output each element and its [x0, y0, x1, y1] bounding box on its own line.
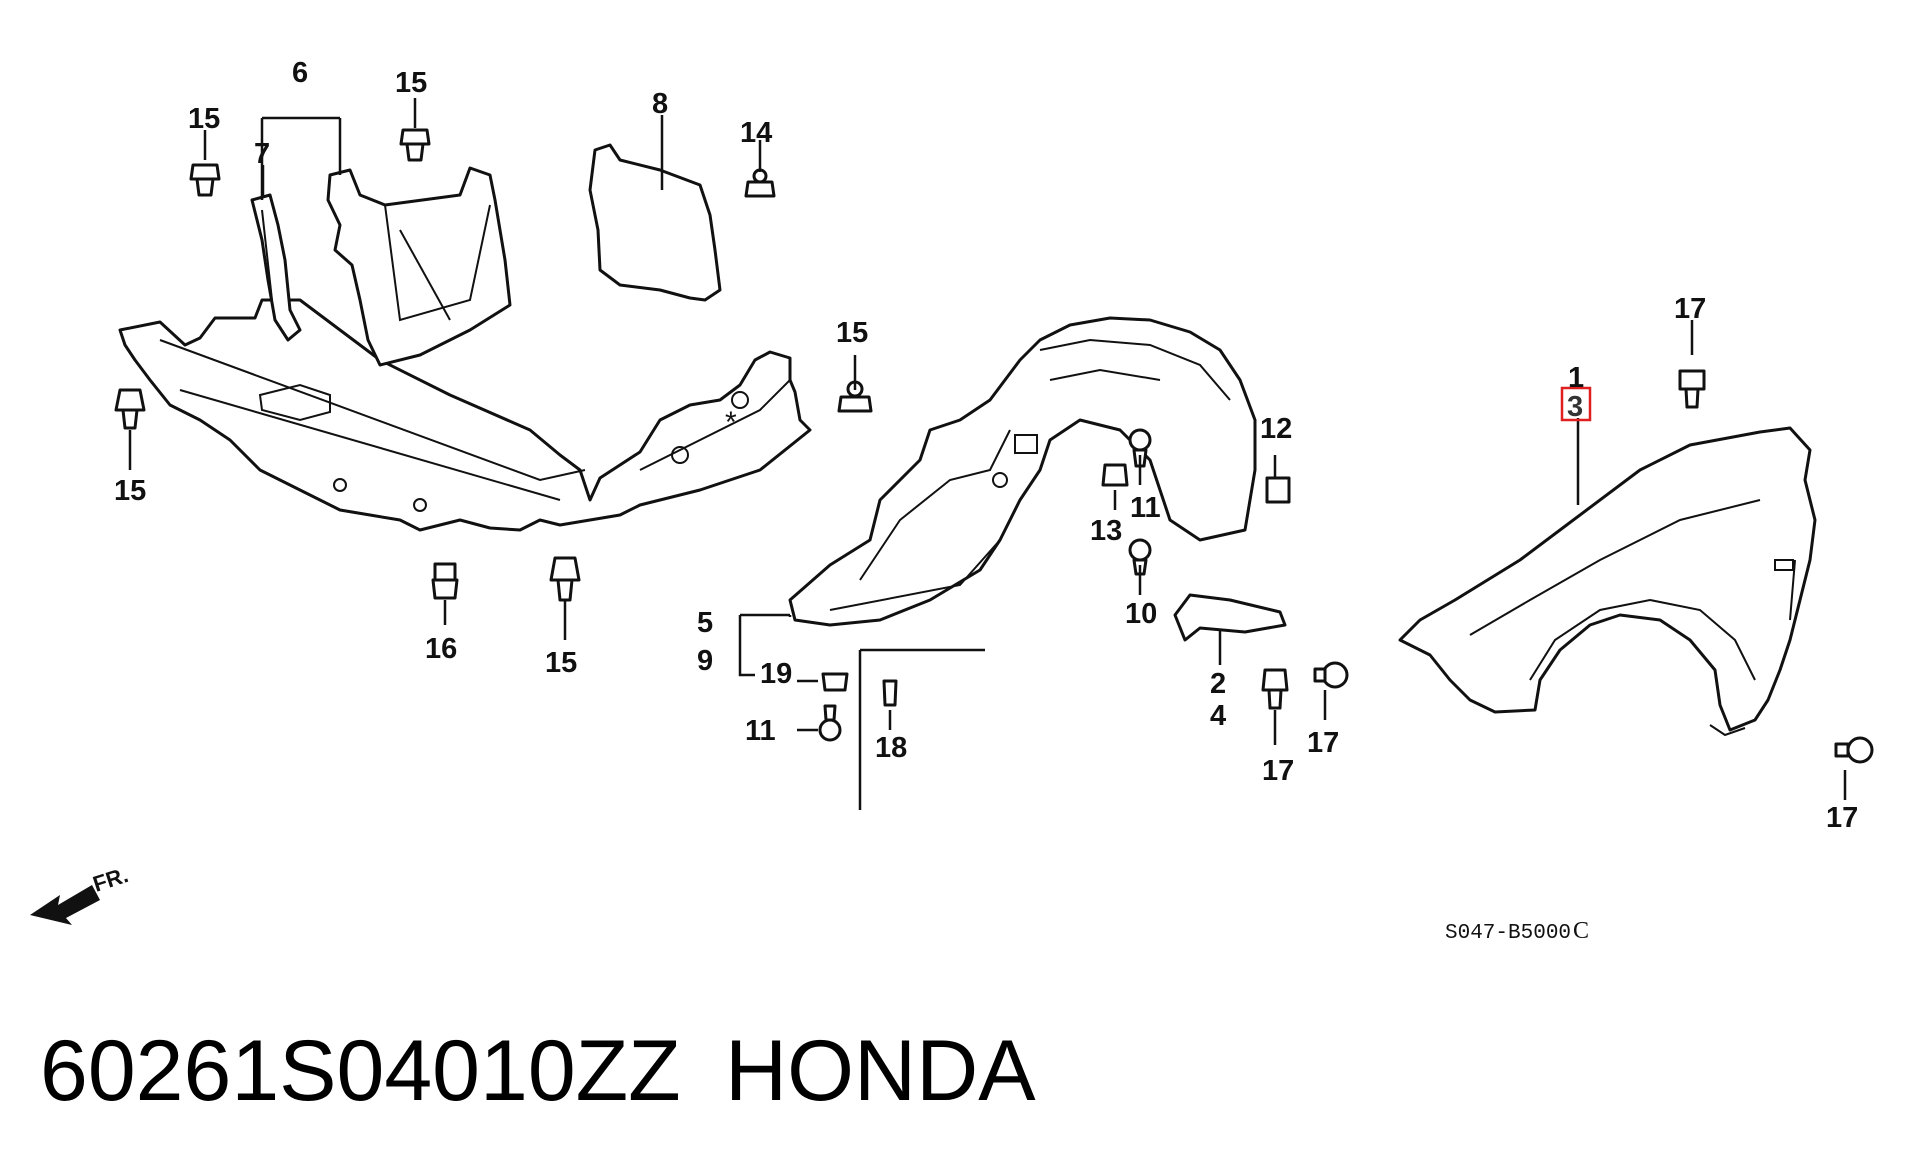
part-number: 60261S04010ZZ: [40, 1023, 681, 1119]
callout-9: 9: [697, 645, 713, 677]
front-fender-part-1: [1398, 426, 1817, 737]
clip-fasteners: [114, 128, 1874, 764]
callout-15: 15: [114, 475, 146, 507]
direction-label: FR.: [90, 862, 131, 897]
callout-15: 15: [545, 647, 577, 679]
diagram-code: S047-B5000C: [1445, 918, 1589, 945]
callout-4: 4: [1210, 700, 1226, 732]
callout-3: 3: [1567, 391, 1583, 423]
bracket-part-2: [1173, 593, 1287, 642]
leader-lines: [128, 98, 1847, 810]
callout-1: 1: [1568, 362, 1584, 394]
svg-text:*: *: [725, 406, 737, 439]
callout-17: 17: [1262, 755, 1294, 787]
brand-name: HONDA: [725, 1023, 1036, 1119]
callout-19: 19: [760, 658, 792, 690]
callout-17: 17: [1826, 802, 1858, 834]
callout-11: 11: [745, 715, 776, 747]
callout-13: 13: [1090, 515, 1122, 547]
cover-part-8: [588, 143, 722, 302]
callout-11: 11: [1130, 492, 1161, 524]
callout-5: 5: [697, 607, 713, 639]
callout-17: 17: [1307, 727, 1339, 759]
callout-15: 15: [188, 103, 220, 135]
bracket-part-7: [250, 193, 302, 342]
callout-12: 12: [1260, 413, 1292, 445]
callout-8: 8: [652, 88, 668, 120]
callout-6: 6: [292, 57, 308, 89]
air-guide-part-6: [326, 166, 512, 367]
callout-labels: 6 15 15 7 8 14 15 15 16 15 12 11 13 10 5…: [114, 57, 1858, 834]
callout-18: 18: [875, 732, 907, 764]
splash-shield-under-cover: *: [118, 298, 812, 532]
front-direction-arrow: FR.: [30, 862, 131, 925]
highlight-box: [1560, 386, 1592, 422]
callout-15: 15: [395, 67, 427, 99]
callout-17: 17: [1674, 293, 1706, 325]
callout-7: 7: [254, 138, 270, 170]
callout-14: 14: [740, 117, 772, 149]
callout-16: 16: [425, 633, 457, 665]
inner-fender-part-5: [788, 316, 1257, 627]
callout-2: 2: [1210, 668, 1226, 700]
callout-15: 15: [836, 317, 868, 349]
callout-10: 10: [1125, 598, 1157, 630]
